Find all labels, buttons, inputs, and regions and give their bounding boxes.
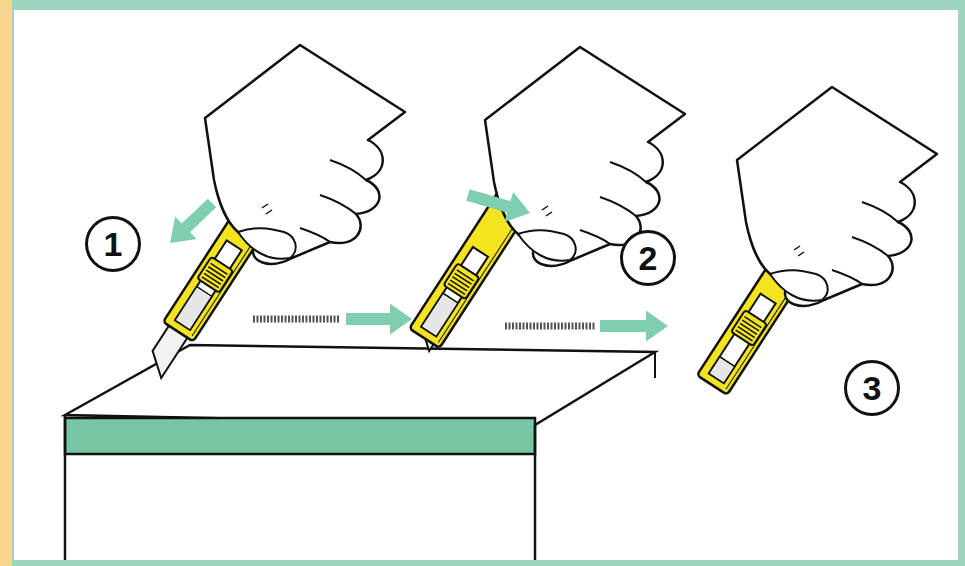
callout-number: 3 [863,371,882,405]
hand [737,87,937,306]
motion-arrow [346,303,412,334]
callout-circle: 2 [620,230,676,286]
hand [205,45,405,264]
motion-arrow [600,310,668,341]
push-arrow [159,192,223,255]
motion-track [505,323,595,330]
callout-circle: 1 [85,216,141,272]
push-arrow [464,180,535,228]
frame-inner [14,10,958,560]
callout-circle: 3 [844,360,900,416]
motion-track [253,316,340,323]
callout-number: 2 [639,241,658,275]
cardboard-box [65,345,655,560]
callout-number: 1 [104,227,123,261]
frame-edge [0,0,12,566]
